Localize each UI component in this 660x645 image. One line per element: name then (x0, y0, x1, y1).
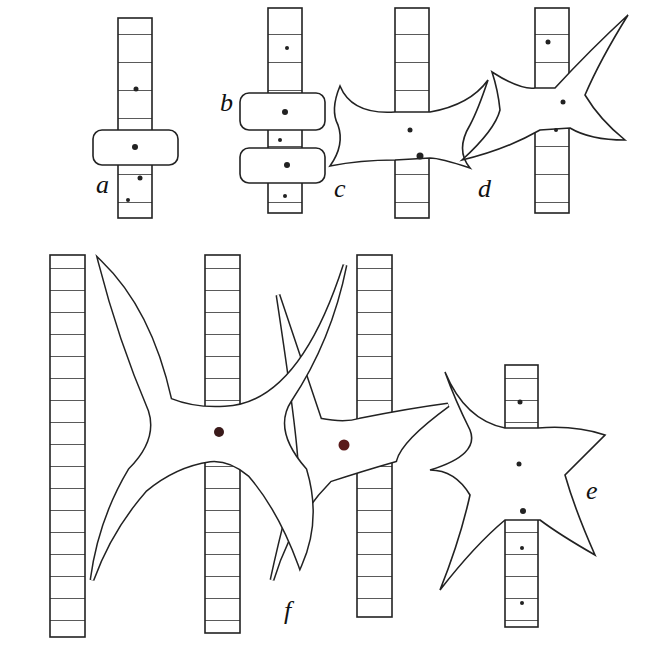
figure-letter: d (478, 174, 491, 203)
figure-letter: c (334, 174, 346, 203)
figure-letter-box: b (220, 90, 233, 116)
figure-letter: b (220, 88, 233, 117)
figure-letter-box: e (586, 478, 598, 504)
figure-letter: a (96, 170, 109, 199)
figure-letter-box: f (284, 598, 291, 624)
figure-letter: f (284, 596, 291, 625)
figure-letter-box: c (334, 176, 346, 202)
figure-letter-box: d (478, 176, 491, 202)
figure-letter-box: a (96, 172, 109, 198)
figure-letter: e (586, 476, 598, 505)
